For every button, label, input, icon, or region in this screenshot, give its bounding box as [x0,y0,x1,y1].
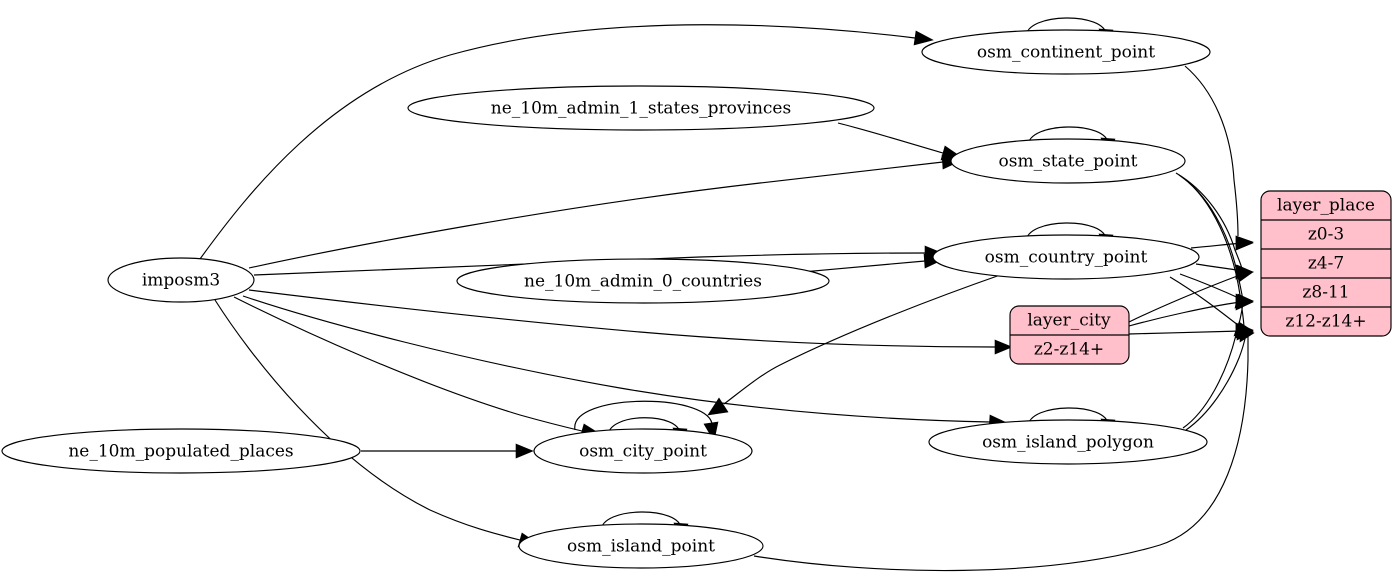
edge-imposm3-to-osm-city-point [233,296,583,432]
node-osm-country-point[interactable]: osm_country_point [932,234,1200,280]
edge-osm-state-point-to-z8-11 [1178,174,1244,301]
node-shape[interactable] [518,523,764,569]
node-layer: imposm3 ne_10m_admin_1_states_provinces … [1,29,1211,569]
edge-ne-admin1-to-osm-state-point [837,122,944,154]
node-shape[interactable] [456,258,830,304]
layer-place-box[interactable] [1260,190,1392,337]
edge-osm-country-point-to-osm-city-point [723,273,1004,405]
selfloop-osm-island-point [600,511,682,532]
edge-imposm3-to-osm-continent-point [199,24,916,260]
selfloop-osm-island-polygon [1027,407,1109,428]
edge-osm-island-polygon-to-z12-z14 [1185,333,1247,431]
node-shape[interactable] [928,419,1208,465]
edge-layer-city-to-z8-11 [1128,301,1241,327]
selfloop-osm-continent-point [1025,17,1107,38]
node-shape[interactable] [533,428,753,474]
edge-osm-country-point-to-z0-3 [1190,242,1244,249]
node-shape[interactable] [107,257,255,303]
arrowhead [913,30,934,46]
node-ne-10m-admin-0-countries[interactable]: ne_10m_admin_0_countries [456,258,830,304]
selfloop-osm-state-point [1027,126,1109,147]
edge-layer-city-to-z4-7 [1128,274,1241,323]
selfloop-outer-osm-city-point [574,400,713,431]
node-osm-island-polygon[interactable]: osm_island_polygon [928,419,1208,465]
edge-imposm3-to-osm-island-point [214,299,521,541]
arrowhead [994,339,1013,355]
arrowhead [707,397,729,416]
selfloop-inner-osm-city-point [607,417,681,437]
edge-osm-continent-point-to-z0-3 [1184,65,1239,237]
selfloop-osm-country-point [1025,222,1107,243]
node-shape[interactable] [932,234,1200,280]
edge-layer-city-to-z12-z14 [1128,330,1242,335]
node-shape[interactable] [407,85,875,131]
node-shape[interactable] [950,138,1186,184]
arrowhead [1235,235,1254,251]
node-shape[interactable] [921,29,1211,75]
node-osm-continent-point[interactable]: osm_continent_point [921,29,1211,75]
node-layer-city[interactable]: layer_city z2-z14+ [1009,305,1130,365]
arrowhead [1239,327,1255,343]
node-shape[interactable] [1,428,361,474]
arrowhead [515,443,534,459]
edge-osm-state-point-to-z12-z14 [1181,176,1245,329]
node-osm-island-point[interactable]: osm_island_point [518,523,764,569]
arrowhead [1235,295,1254,311]
edge-ne-admin0-to-osm-country-point [802,260,926,273]
node-osm-state-point[interactable]: osm_state_point [950,138,1186,184]
edge-imposm3-to-layer-city-z2-z14 [248,289,996,348]
edge-imposm3-to-osm-island-polygon [242,295,991,423]
node-ne-10m-admin-1-states-provinces[interactable]: ne_10m_admin_1_states_provinces [407,85,875,131]
edge-imposm3-to-osm-state-point [248,161,944,269]
edge-osm-island-point-to-z12-z14 [753,336,1249,572]
node-osm-city-point[interactable]: osm_city_point [533,428,753,474]
edge-osm-island-polygon-to-z8-11 [1182,302,1244,429]
node-layer-place[interactable]: layer_place z0-3 z4-7 z8-11 z12-z14+ [1260,190,1392,337]
node-ne-10m-populated-places[interactable]: ne_10m_populated_places [1,428,361,474]
node-imposm3[interactable]: imposm3 [107,257,255,303]
arrowhead [1236,267,1254,283]
